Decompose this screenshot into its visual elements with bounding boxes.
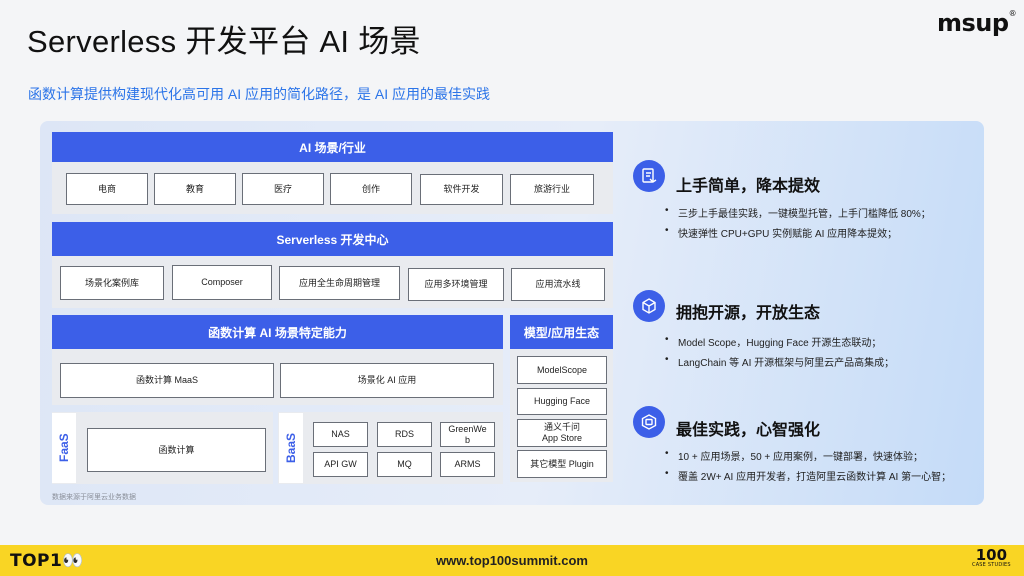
- baas-nas: NAS: [313, 422, 368, 447]
- footer-bar: TOP1👀 www.top100summit.com 100 CASE STUD…: [0, 545, 1024, 576]
- feature-bullet: Model Scope，Hugging Face 开源生态联动；: [665, 334, 881, 349]
- badge-number: 100: [975, 546, 1008, 564]
- baas-greenweb: GreenWe b: [440, 422, 495, 447]
- model-tongyi-appstore: 通义千问 App Store: [517, 419, 607, 447]
- scenario-creation: 创作: [330, 173, 412, 205]
- feature-bullet: LangChain 等 AI 开源框架与阿里云产品高集成；: [665, 354, 894, 369]
- model-ecosystem-bar: 模型/应用生态: [510, 315, 613, 349]
- scenario-medical: 医疗: [242, 173, 324, 205]
- footer-url[interactable]: www.top100summit.com: [436, 553, 588, 568]
- feature-bullet: 三步上手最佳实践，一键模型托管，上手门槛降低 80%；: [665, 205, 931, 220]
- faas-label: FaaS: [52, 413, 76, 483]
- model-other-plugin: 其它模型 Plugin: [517, 450, 607, 478]
- badge-sub: CASE STUDIES: [972, 562, 1011, 568]
- page-subtitle: 函数计算提供构建现代化高可用 AI 应用的简化路径，是 AI 应用的最佳实践: [28, 86, 491, 102]
- msup-logo: msup®: [937, 9, 1017, 37]
- box-hexagon-icon: [633, 406, 665, 438]
- baas-mq: MQ: [377, 452, 432, 477]
- scenario-software: 软件开发: [420, 174, 503, 205]
- dev-composer: Composer: [172, 265, 272, 300]
- registered-mark: ®: [1008, 9, 1017, 18]
- baas-rds: RDS: [377, 422, 432, 447]
- model-huggingface: Hugging Face: [517, 388, 607, 415]
- faas-function-compute: 函数计算: [87, 428, 266, 472]
- feature-bullet: 覆盖 2W+ AI 应用开发者，打造阿里云函数计算 AI 第一心智；: [665, 468, 951, 483]
- model-modelscope: ModelScope: [517, 356, 607, 384]
- dev-multi-env: 应用多环境管理: [408, 268, 504, 301]
- fc-scenario-ai: 场景化 AI 应用: [280, 363, 494, 398]
- baas-arms: ARMS: [440, 452, 495, 477]
- dev-center-bar: Serverless 开发中心: [52, 222, 613, 256]
- feature-title-bestpractice: 最佳实践，心智强化: [676, 422, 821, 439]
- dev-case-library: 场景化案例库: [60, 266, 164, 300]
- scenario-ecommerce: 电商: [66, 173, 148, 205]
- case-studies-badge: 100 CASE STUDIES: [972, 548, 1011, 568]
- scenario-travel: 旅游行业: [510, 174, 594, 205]
- feature-title-opensource: 拥抱开源，开放生态: [676, 305, 821, 322]
- baas-label: BaaS: [279, 413, 303, 483]
- feature-title-easy: 上手简单，降本提效: [676, 178, 821, 195]
- fc-capability-bar: 函数计算 AI 场景特定能力: [52, 315, 503, 349]
- dev-lifecycle: 应用全生命周期管理: [279, 266, 400, 300]
- page-title: Serverless 开发平台 AI 场景: [27, 24, 421, 59]
- cube-icon: [633, 290, 665, 322]
- dev-pipeline: 应用流水线: [511, 268, 605, 301]
- logo-text: msup: [937, 9, 1009, 37]
- fc-maas: 函数计算 MaaS: [60, 363, 274, 398]
- feature-bullet: 快速弹性 CPU+GPU 实例赋能 AI 应用降本提效；: [665, 225, 897, 240]
- scenario-education: 教育: [154, 173, 236, 205]
- baas-api-gw: API GW: [313, 452, 368, 477]
- top100-logo: TOP1👀: [10, 551, 85, 571]
- scenario-bar: AI 场景/行业: [52, 132, 613, 162]
- source-note: 数据来源于阿里云业务数据: [52, 493, 136, 501]
- feature-bullet: 10 + 应用场景，50 + 应用案例，一键部署，快速体验；: [665, 448, 923, 463]
- document-hand-icon: [633, 160, 665, 192]
